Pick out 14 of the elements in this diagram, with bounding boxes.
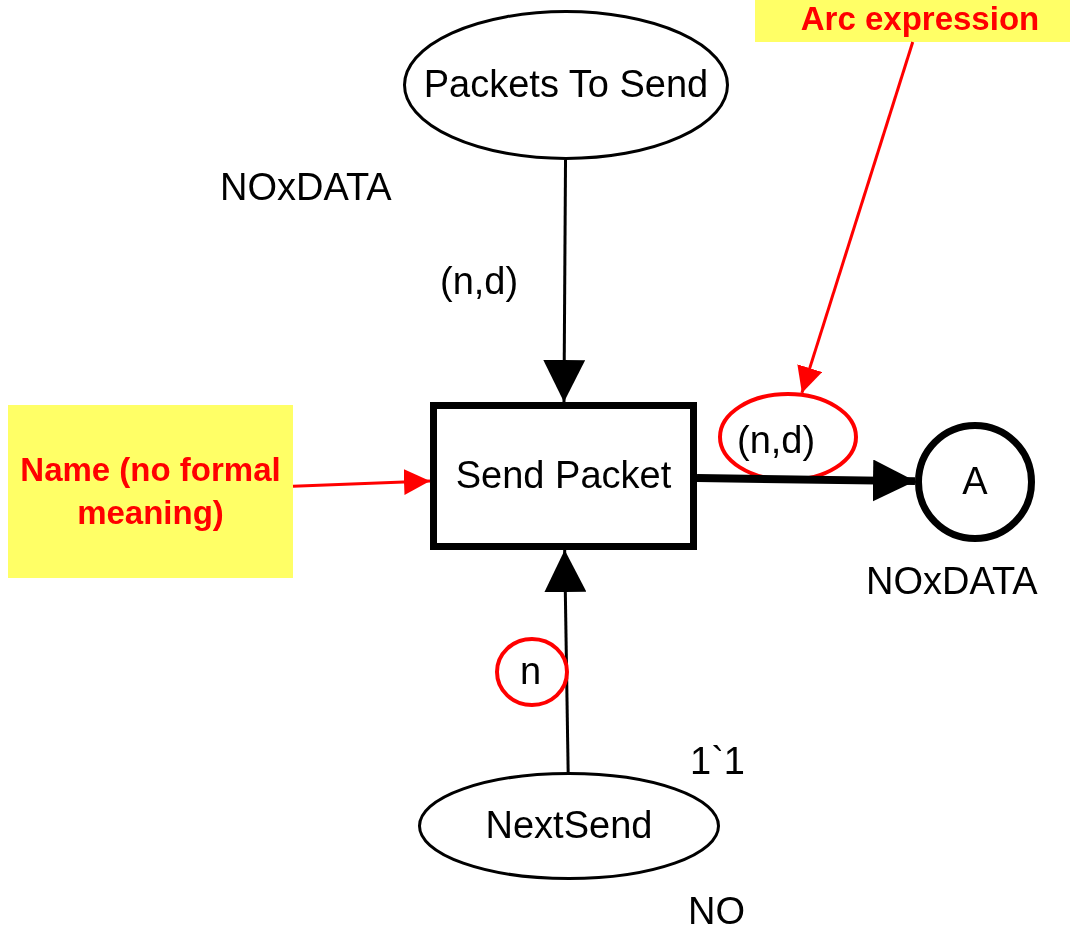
arc-arrow [543,160,586,402]
transition-box: Send Packet [430,402,697,550]
type-label: NO [688,892,745,927]
place-circle: A [915,422,1035,542]
place-ellipse: Packets To Send [403,10,729,160]
leader-arrow [797,41,915,394]
edge-label: (n,d) [736,421,817,459]
type-label: NOxDATA [220,168,392,206]
callout-box: Arc expression [755,0,1070,42]
callout-box: Name (no formal meaning) [8,405,293,578]
leader-arrow [292,469,431,495]
type-label: NOxDATA [866,562,1038,600]
edge-label: n [519,652,543,690]
arc-arrow [544,549,587,773]
